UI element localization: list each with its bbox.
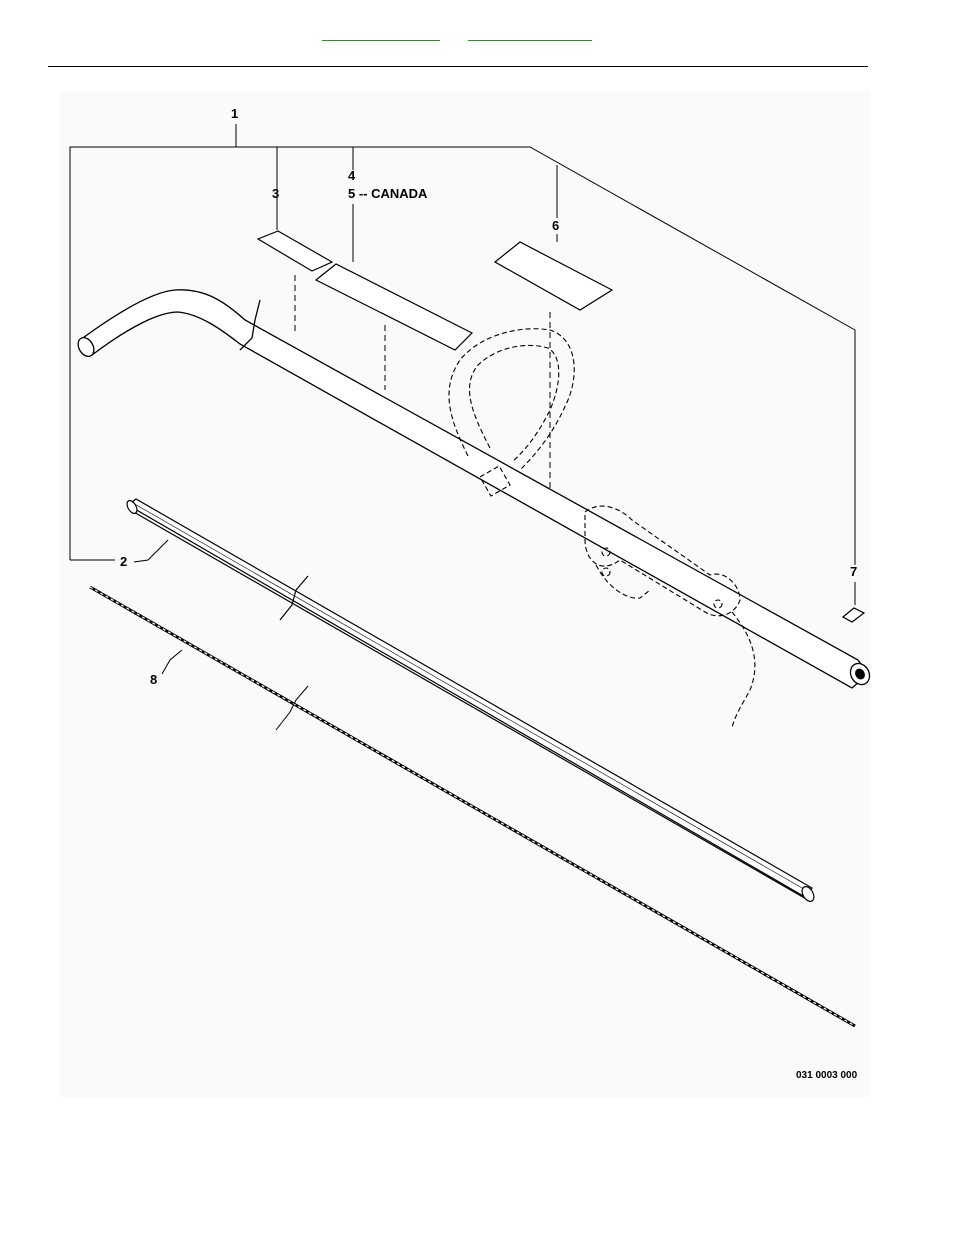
leader-8 (162, 650, 182, 674)
drive-cable (90, 587, 855, 1026)
callout-leaders (70, 124, 855, 674)
callout-8: 8 (150, 672, 157, 687)
decals (258, 231, 864, 622)
callout-4: 4 (348, 168, 356, 183)
drive-shaft-tube (75, 290, 873, 688)
decal-7 (843, 608, 864, 622)
callout-7: 7 (850, 564, 857, 579)
tube-body (80, 290, 868, 688)
figure-number: 031 0003 000 (796, 1070, 858, 1081)
decal-4 (316, 264, 472, 350)
decal-6 (495, 242, 612, 310)
leader-2-arrow (134, 540, 168, 562)
callout-2: 2 (120, 554, 127, 569)
callout-5: 5 -- CANADA (348, 186, 428, 201)
callout-6: 6 (552, 218, 559, 233)
callout-3: 3 (272, 186, 279, 201)
decal-3 (258, 231, 332, 271)
leader-1-bracket (70, 147, 855, 565)
callout-1: 1 (231, 106, 238, 121)
shaft-liner (125, 499, 816, 903)
